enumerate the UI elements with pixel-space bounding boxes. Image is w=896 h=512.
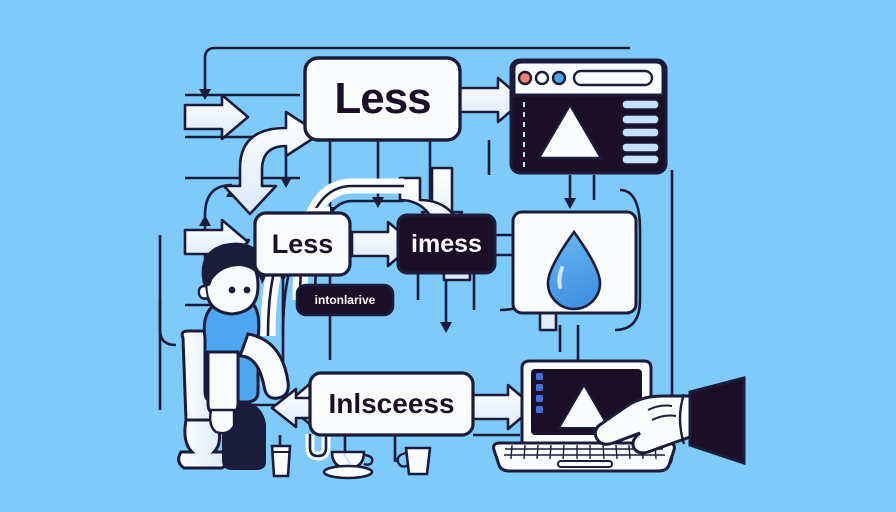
prop-paper-cup: [270, 444, 292, 478]
prop-teacup: [322, 450, 374, 480]
node-shapes: [253, 56, 497, 437]
prop-mug: [396, 446, 432, 476]
pointing-hand: [593, 376, 746, 466]
seated-person: [177, 242, 290, 470]
browser-window: [509, 58, 668, 175]
droplet-card: [511, 210, 638, 315]
drip-pipe: [305, 434, 331, 461]
